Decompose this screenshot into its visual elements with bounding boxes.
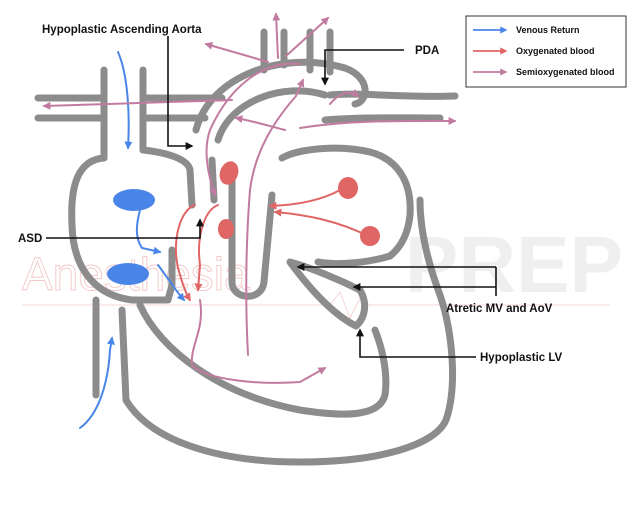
semi-arrow-head3: [206, 44, 268, 62]
svg-text:Semioxygenated blood: Semioxygenated blood: [516, 67, 615, 77]
semi-arrow-head1: [276, 14, 278, 58]
label-hypoplastic-ascending-aorta: Hypoplastic Ascending Aorta: [42, 24, 202, 36]
label-pda: PDA: [415, 45, 439, 57]
right-atrium-blood-lower: [107, 263, 149, 285]
venous-arrow-svc: [118, 52, 129, 148]
legend: Venous Return Oxygenated blood Semioxyge…: [466, 16, 626, 87]
svg-text:Oxygenated blood: Oxygenated blood: [516, 46, 595, 56]
label-atretic-mv-aov: Atretic MV and AoV: [446, 303, 553, 315]
oxygenated-blood-spots: [216, 159, 380, 246]
venous-arrow-ra: [137, 210, 160, 252]
svg-text:Venous Return: Venous Return: [516, 25, 580, 35]
oxygenated-arrow-2: [275, 212, 368, 236]
pointer-aorta: [168, 36, 192, 146]
hypoplastic-lv-wall: [290, 262, 365, 326]
right-atrium-blood-upper: [113, 189, 155, 211]
label-hypoplastic-lv: Hypoplastic LV: [480, 352, 563, 364]
semi-arrow-rv: [192, 300, 325, 383]
oxygenated-arrow-1: [270, 190, 340, 206]
label-asd: ASD: [18, 233, 42, 245]
